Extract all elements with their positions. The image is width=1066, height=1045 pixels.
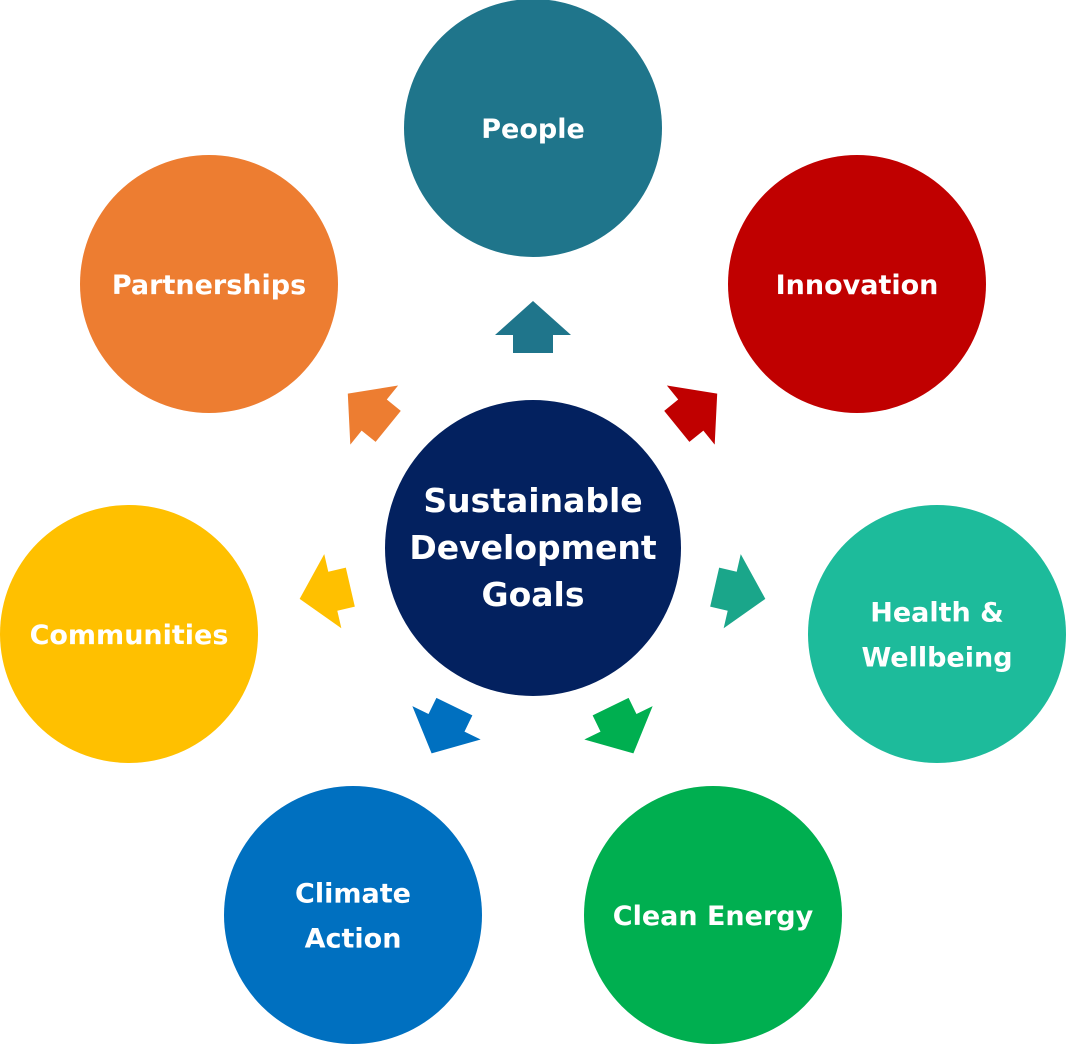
center-label-line: Sustainable <box>423 481 642 520</box>
node-people: People <box>404 0 662 257</box>
node-label-line: Partnerships <box>112 270 306 301</box>
node-health-circle <box>808 505 1066 763</box>
node-communities: Communities <box>0 505 258 763</box>
center-label-line: Development <box>409 528 657 567</box>
node-communities-circle <box>0 505 258 763</box>
node-health: Health & Wellbeing <box>808 505 1066 763</box>
node-label-line: Communities <box>30 620 229 651</box>
node-clean-energy-circle <box>584 786 842 1044</box>
node-label-line: People <box>481 114 585 145</box>
arrow-partnerships-icon <box>347 385 401 445</box>
node-label-line: Innovation <box>776 270 939 301</box>
node-people-circle <box>404 0 662 257</box>
node-climate-action-circle <box>224 786 482 1044</box>
node-partnerships: Partnerships <box>80 155 338 413</box>
node-label-line: Clean Energy <box>613 901 814 932</box>
node-innovation-label: Innovation <box>776 270 939 301</box>
arrow-people-icon <box>495 301 571 353</box>
node-clean-energy-label: Clean Energy <box>613 901 814 932</box>
node-health-label: Health & Wellbeing <box>861 598 1012 674</box>
node-partnerships-circle <box>80 155 338 413</box>
node-people-label: People <box>481 114 585 145</box>
node-label-line: Climate <box>295 879 411 910</box>
node-label-line: Action <box>305 924 402 955</box>
node-label-line: Wellbeing <box>861 643 1012 674</box>
node-innovation-circle <box>728 155 986 413</box>
node-clean-energy: Clean Energy <box>584 786 842 1044</box>
arrow-clean-energy-icon <box>584 697 653 754</box>
node-label-line: Health & <box>870 598 1003 629</box>
center-circle <box>385 400 681 696</box>
arrow-climate-action-icon <box>412 697 481 754</box>
node-partnerships-label: Partnerships <box>112 270 306 301</box>
arrow-health-icon <box>710 554 766 629</box>
node-innovation: Innovation <box>728 155 986 413</box>
arrow-innovation-icon <box>664 385 718 445</box>
arrow-communities-icon <box>299 554 355 629</box>
node-communities-label: Communities <box>30 620 229 651</box>
arrows-layer <box>299 301 766 754</box>
center-label-line: Goals <box>482 575 585 614</box>
